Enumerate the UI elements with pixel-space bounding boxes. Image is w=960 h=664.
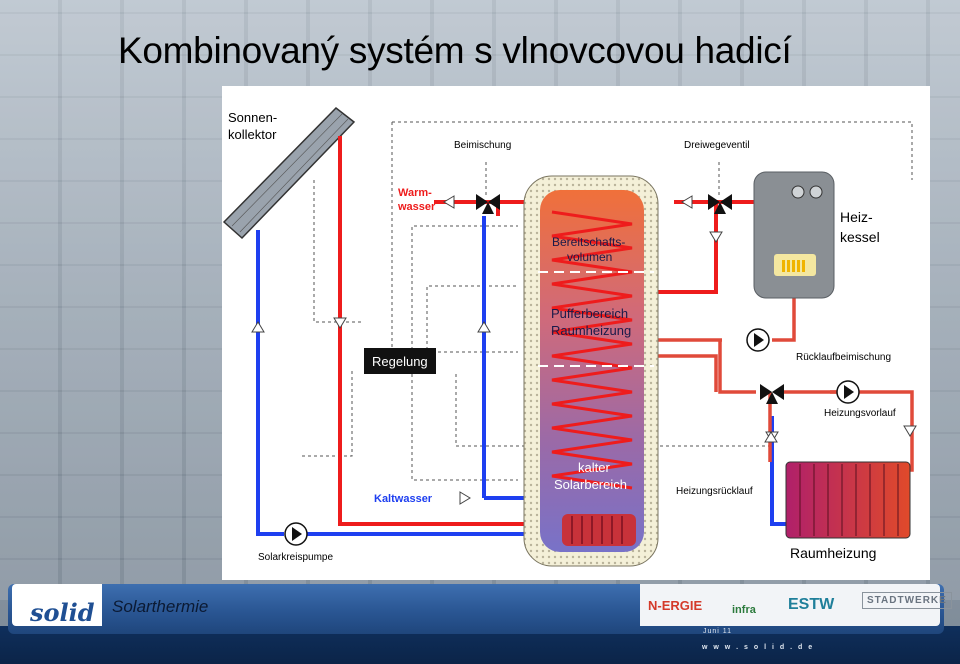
boiler (753, 171, 835, 299)
heizungsruecklauf-label: Heizungsrücklauf (676, 486, 753, 497)
solid-logo: solid (12, 584, 102, 627)
puffer-label-1: Pufferbereich (551, 306, 628, 321)
bereitschafts-label-1: Bereitschafts- (552, 235, 625, 249)
flow-arrows (251, 195, 917, 505)
radiator (785, 461, 911, 539)
footer-date: Juni 11 (703, 628, 733, 635)
dreiwegeventil-label: Dreiwegeventil (684, 140, 750, 151)
regelung-label: Regelung (372, 354, 428, 369)
heizkessel-label-1: Heiz- (840, 209, 873, 225)
collector-label-line1: Sonnen- (228, 110, 277, 125)
partner-infra-logo: infra (732, 604, 756, 616)
diagram-svg: Sonnen- kollektor (222, 106, 917, 567)
partner-stadtwerke-logo: STADTWERKE (862, 592, 952, 609)
partner-nergie-logo: N-ERGIE (648, 598, 703, 613)
warmwasser-label-2: wasser (397, 201, 436, 213)
boiler-pipes (654, 298, 914, 472)
ruecklauf-valve (760, 384, 784, 404)
kaltwasser-label: Kaltwasser (374, 493, 433, 505)
bereitschafts-label-2: volumen (567, 250, 612, 264)
vorlauf-pump-icon (836, 380, 860, 404)
raumheizung-label: Raumheizung (790, 545, 876, 561)
dreiwegeventil-valve (708, 194, 732, 214)
ruecklaufbeimischung-label: Rücklaufbeimischung (796, 352, 891, 363)
solarkreispumpe-icon (284, 522, 308, 546)
footer-url[interactable]: w w w . s o l i d . d e (702, 644, 815, 651)
solar-collector (222, 106, 356, 240)
regelung-box (364, 348, 436, 374)
partner-logos: N-ERGIE infra ESTW STADTWERKE (640, 584, 952, 626)
collector-label-line2: kollektor (228, 127, 277, 142)
footer: solid Solarthermie N-ERGIE infra ESTW ST… (0, 580, 960, 664)
heizkessel-label-2: kessel (840, 229, 880, 245)
system-diagram: Sonnen- kollektor (222, 86, 930, 580)
beimischung-valve (476, 194, 500, 214)
kalter-label-2: Solarbereich (554, 477, 627, 492)
heat-exchanger-coil (551, 210, 633, 490)
solarkreispumpe-label: Solarkreispumpe (258, 552, 333, 563)
heizungsvorlauf-label: Heizungsvorlauf (824, 408, 896, 419)
beimischung-label: Beimischung (454, 140, 511, 151)
puffer-label-2: Raumheizung (551, 323, 631, 338)
warmwasser-label-1: Warm- (398, 187, 432, 199)
footer-subtitle: Solarthermie (112, 597, 209, 616)
kalter-label-1: kalter (578, 460, 610, 475)
heating-pump-icon (746, 328, 770, 352)
solid-logo-text: solid (30, 598, 95, 627)
page-title: Kombinovaný systém s vlnovcovou hadicí (118, 30, 792, 71)
storage-tank (523, 175, 659, 567)
partner-estw-logo: ESTW (788, 596, 835, 613)
